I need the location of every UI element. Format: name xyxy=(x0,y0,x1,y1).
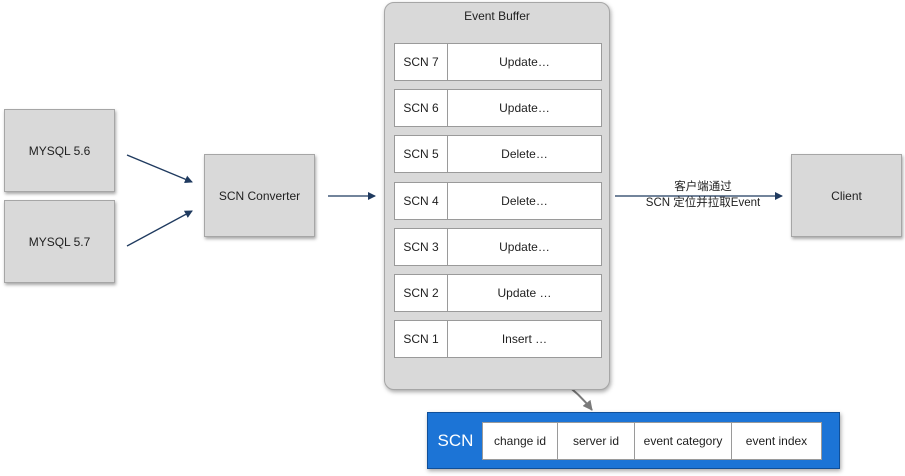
row-scn-label: SCN 2 xyxy=(395,275,448,311)
row-scn-label: SCN 4 xyxy=(395,183,448,219)
scn-structure-label: SCN xyxy=(437,430,474,450)
buffer-row-scn7: SCN 7 Update… xyxy=(394,43,602,81)
row-op-label: Delete… xyxy=(501,147,548,161)
client-edge-label-line1: 客户端通过 xyxy=(674,181,732,193)
row-op-label: Update… xyxy=(499,240,550,254)
row-scn-label: SCN 5 xyxy=(395,136,448,172)
client-edge-label-line2: SCN 定位并拉取Event xyxy=(645,197,761,209)
scn-field-event-category: event category xyxy=(634,422,732,460)
buffer-row-scn2: SCN 2 Update … xyxy=(394,274,602,312)
buffer-row-scn1: SCN 1 Insert … xyxy=(394,320,602,358)
mysql-56-box: MYSQL 5.6 xyxy=(4,109,115,192)
event-buffer: Event Buffer SCN 7 Update… SCN 6 Update…… xyxy=(384,2,610,390)
row-op-label: Update … xyxy=(497,286,552,300)
row-scn-label: SCN 1 xyxy=(395,321,448,357)
row-op-label: Update… xyxy=(499,55,550,69)
buffer-row-scn3: SCN 3 Update… xyxy=(394,228,602,266)
client-box: Client xyxy=(791,154,902,237)
scn-field-event-index: event index xyxy=(731,422,822,460)
row-scn-label: SCN 7 xyxy=(395,44,448,80)
buffer-row-scn6: SCN 6 Update… xyxy=(394,89,602,127)
client-edge-label: 客户端通过 SCN 定位并拉取Event xyxy=(614,179,792,211)
event-buffer-title: Event Buffer xyxy=(464,9,530,23)
mysql-57-label: MYSQL 5.7 xyxy=(28,234,91,249)
row-op-label: Delete… xyxy=(501,194,548,208)
row-op-label: Insert … xyxy=(501,332,548,346)
row-scn-label: SCN 6 xyxy=(395,90,448,126)
scn-structure: SCN change id server id event category e… xyxy=(427,412,840,469)
scn-field-server-id: server id xyxy=(557,422,635,460)
client-label: Client xyxy=(831,188,862,203)
row-op-label: Update… xyxy=(499,101,550,115)
buffer-row-scn5: SCN 5 Delete… xyxy=(394,135,602,173)
scn-converter-label: SCN Converter xyxy=(218,188,301,203)
buffer-row-scn4: SCN 4 Delete… xyxy=(394,182,602,220)
scn-converter-box: SCN Converter xyxy=(204,154,315,237)
arrow-mysql56-to-converter xyxy=(126,154,193,184)
scn-field-change-id: change id xyxy=(482,422,558,460)
row-scn-label: SCN 3 xyxy=(395,229,448,265)
mysql-56-label: MYSQL 5.6 xyxy=(28,143,91,158)
arrow-mysql57-to-converter xyxy=(126,210,193,247)
mysql-57-box: MYSQL 5.7 xyxy=(4,200,115,283)
